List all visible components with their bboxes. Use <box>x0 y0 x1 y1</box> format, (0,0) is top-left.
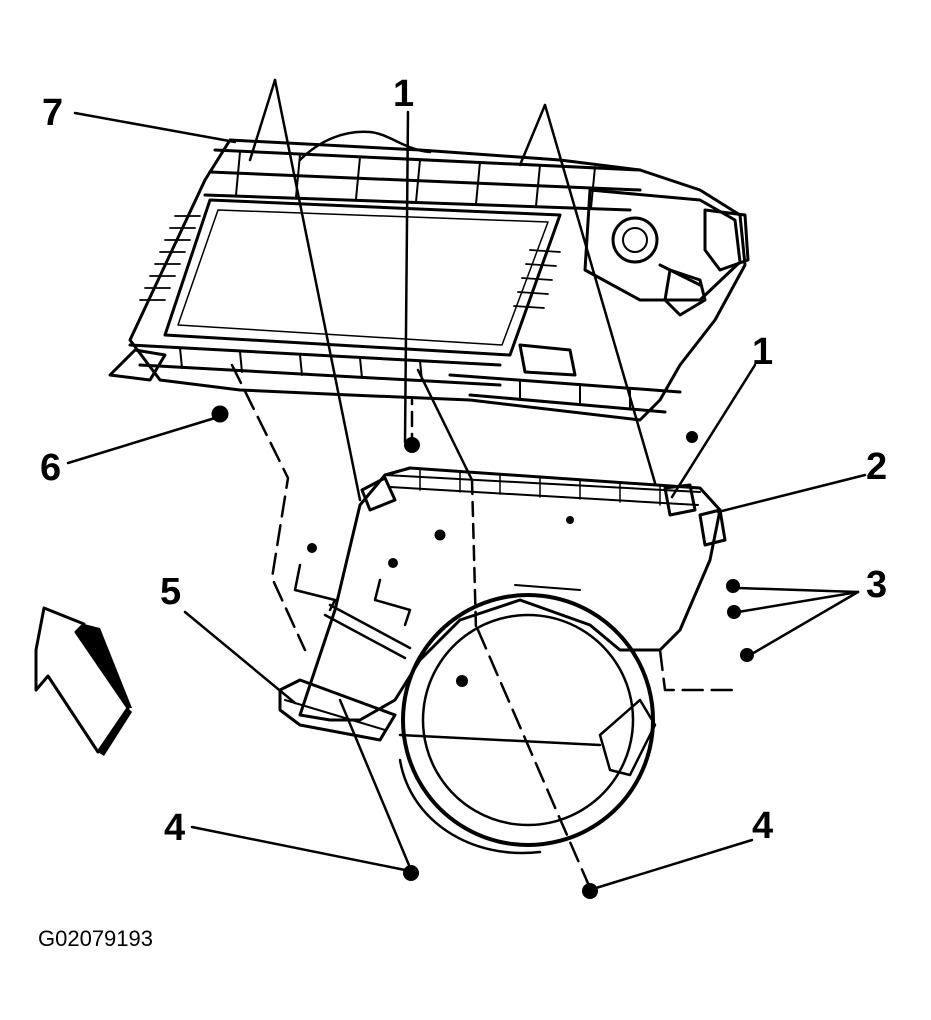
screw-1-right <box>686 431 698 443</box>
upper-frame-assembly <box>108 130 750 423</box>
arrow-up-left-icon <box>34 606 132 756</box>
figure-id: G02079193 <box>38 926 153 951</box>
screw-3-a <box>726 579 740 593</box>
screw-housing-left <box>307 543 317 553</box>
callout-4-right: 4 <box>752 805 773 847</box>
lower-housing-cover <box>298 466 727 722</box>
mounting-bracket <box>278 603 412 742</box>
screw-3-b <box>727 605 741 619</box>
fan-shroud-ring <box>398 593 657 855</box>
alignment-lines <box>230 363 742 890</box>
callout-labels: 7 1 1 2 3 6 5 4 4 <box>40 73 887 849</box>
screw-bracket <box>456 675 468 687</box>
screw-4-right <box>582 883 598 899</box>
callout-5: 5 <box>160 571 181 613</box>
callout-3: 3 <box>866 564 887 606</box>
fasteners <box>307 431 754 899</box>
callout-4-left: 4 <box>164 807 185 849</box>
callout-6: 6 <box>40 447 61 489</box>
callout-1-right: 1 <box>752 331 773 373</box>
screw-housing-mid <box>388 558 398 568</box>
callout-2: 2 <box>866 446 887 488</box>
screw-3-c <box>740 648 754 662</box>
leader-lines <box>66 78 867 890</box>
callout-1-top: 1 <box>393 73 414 115</box>
screw-4-left <box>403 865 419 881</box>
callout-7: 7 <box>42 92 63 134</box>
